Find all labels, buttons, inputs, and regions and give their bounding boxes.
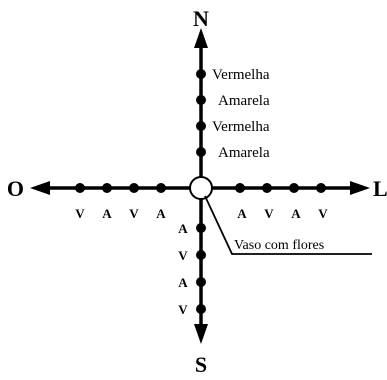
- east-letter-1: A: [237, 206, 247, 221]
- north-name-2: Amarela: [218, 93, 270, 109]
- west-letter-2: A: [102, 206, 112, 221]
- south-letter-1: A: [178, 221, 188, 236]
- east-dot-4: [316, 183, 326, 193]
- south-letter-2: V: [178, 248, 188, 263]
- west-letter-1: V: [75, 206, 85, 221]
- south-letter-3: A: [178, 275, 188, 290]
- east-letter-2: V: [264, 206, 274, 221]
- south-dot-1: [196, 223, 206, 233]
- north-label: N: [193, 6, 209, 31]
- north-dot-1: [196, 69, 206, 79]
- north-name-1: Vermelha: [212, 67, 270, 83]
- south-dot-4: [196, 304, 206, 314]
- east-arrowhead: [350, 181, 370, 195]
- west-arrowhead: [30, 181, 50, 195]
- west-dot-4: [156, 183, 166, 193]
- north-arrowhead: [194, 28, 208, 48]
- north-dot-3: [196, 121, 206, 131]
- south-label: S: [195, 352, 207, 377]
- east-letter-4: V: [318, 206, 328, 221]
- vase-leader-line: [204, 195, 372, 255]
- west-dot-3: [129, 183, 139, 193]
- west-dot-2: [102, 183, 112, 193]
- east-dot-1: [235, 183, 245, 193]
- west-letter-4: A: [156, 206, 166, 221]
- east-letter-3: A: [291, 206, 301, 221]
- east-dot-3: [289, 183, 299, 193]
- north-dot-4: [196, 147, 206, 157]
- north-name-4: Amarela: [218, 145, 270, 161]
- south-dot-3: [196, 277, 206, 287]
- north-name-3: Vermelha: [212, 119, 270, 135]
- south-letter-4: V: [178, 302, 188, 317]
- vase-label: Vaso com flores: [234, 238, 324, 253]
- west-label: O: [7, 176, 24, 201]
- west-dot-1: [75, 183, 85, 193]
- west-letter-3: V: [129, 206, 139, 221]
- south-dot-2: [196, 250, 206, 260]
- vase-center-circle: [189, 176, 213, 200]
- north-dot-2: [196, 95, 206, 105]
- east-dot-2: [262, 183, 272, 193]
- east-label: L: [373, 176, 387, 201]
- south-arrowhead: [194, 324, 208, 344]
